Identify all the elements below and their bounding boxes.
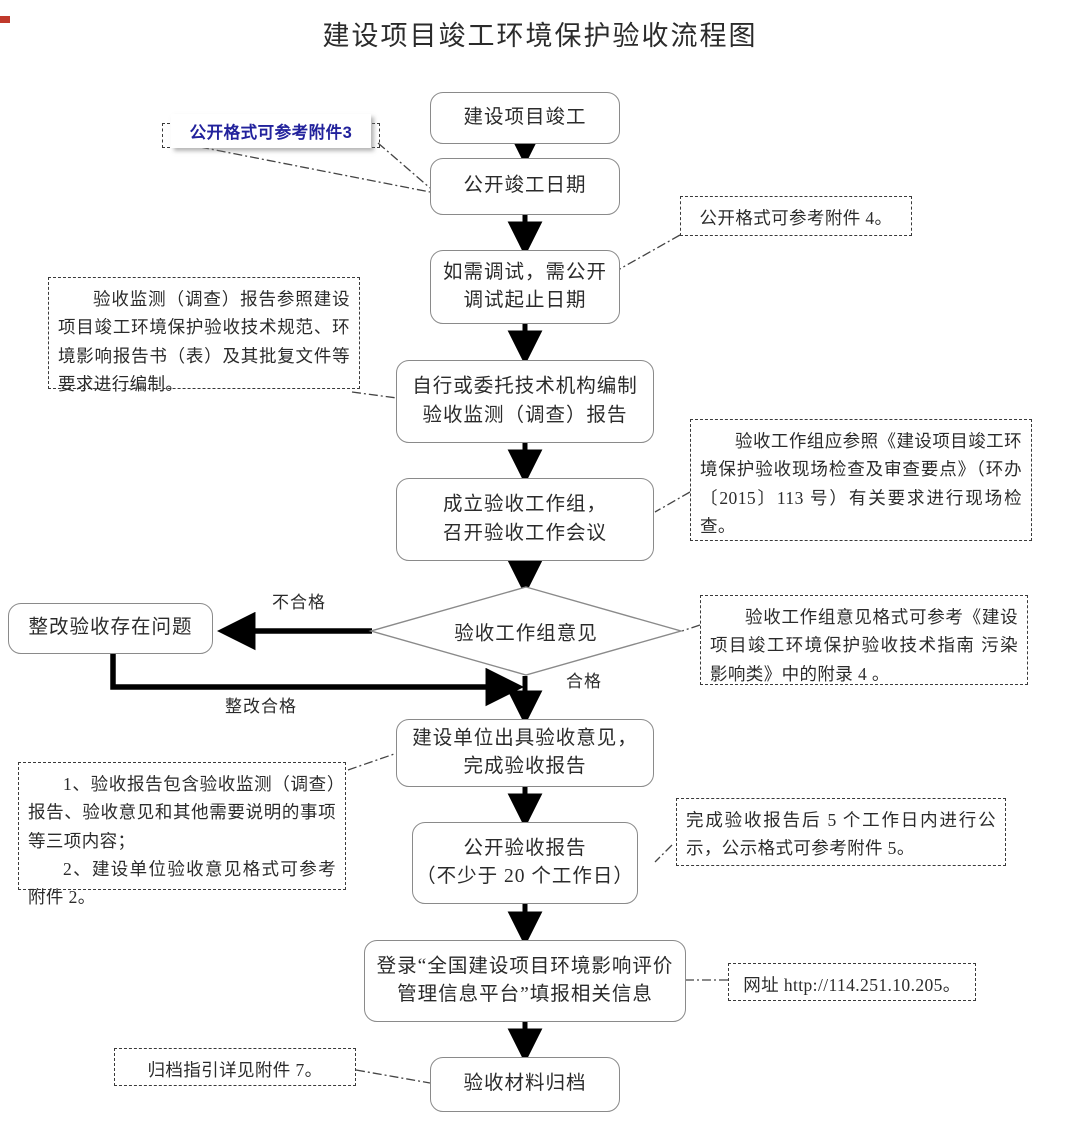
node-line: 召开验收工作会议 xyxy=(442,522,607,544)
flow-node-publish-commissioning-dates[interactable]: 如需调试，需公开 调试起止日期 xyxy=(430,250,620,324)
node-line: 成立验收工作组， xyxy=(442,494,607,516)
note-text: 网址 http://114.251.10.205。 xyxy=(743,975,961,995)
note-text: 1、验收报告包含验收监测（调查）报告、验收意见和其他需要说明的事项等三项内容； xyxy=(28,774,336,851)
node-line: 如需调试，需公开 xyxy=(442,261,607,283)
flow-node-rectify-issues[interactable]: 整改验收存在问题 xyxy=(8,603,213,654)
flow-node-publish-completion-date[interactable]: 公开竣工日期 xyxy=(430,158,620,215)
flow-node-prepare-monitoring-report[interactable]: 自行或委托技术机构编制 验收监测（调查）报告 xyxy=(396,360,654,443)
node-line: 登录“全国建设项目环境影响评价 xyxy=(376,955,674,977)
node-line: 调试起止日期 xyxy=(463,290,587,311)
flow-node-establish-workgroup[interactable]: 成立验收工作组， 召开验收工作会议 xyxy=(396,478,654,561)
flow-node-workgroup-decision[interactable]: 验收工作组意见 xyxy=(368,586,684,676)
note-text: 验收工作组意见格式可参考《建设项目竣工环境保护验收技术指南 污染影响类》中的附录… xyxy=(710,607,1018,684)
node-line: 验收材料归档 xyxy=(463,1073,587,1095)
edge-label-rework-ok: 整改合格 xyxy=(225,697,297,716)
node-line: 公开竣工日期 xyxy=(463,175,587,197)
note-acceptance-report-content: 1、验收报告包含验收监测（调查）报告、验收意见和其他需要说明的事项等三项内容； … xyxy=(18,762,346,907)
note-text: 验收工作组应参照《建设项目竣工环境保护验收现场检查及审查要点》（环办〔2015〕… xyxy=(700,431,1022,537)
note-archive-guide: 归档指引详见附件 7。 xyxy=(114,1048,356,1086)
node-line: 验收监测（调查）报告 xyxy=(422,404,628,426)
note-publish-format-attachment4: 公开格式可参考附件 4。 xyxy=(680,196,912,236)
note-workgroup-opinion-format: 验收工作组意见格式可参考《建设项目竣工环境保护验收技术指南 污染影响类》中的附录… xyxy=(700,595,1028,685)
note-workgroup-site-check: 验收工作组应参照《建设项目竣工环境保护验收现场检查及审查要点》（环办〔2015〕… xyxy=(690,419,1032,541)
note-text: 验收监测（调查）报告参照建设项目竣工环境保护验收技术规范、环境影响报告书（表）及… xyxy=(58,289,350,395)
note-text: 2、建设单位验收意见格式可参考附件 2。 xyxy=(28,859,336,908)
corner-mark xyxy=(0,16,10,23)
flow-node-issue-acceptance-opinion[interactable]: 建设单位出具验收意见， 完成验收报告 xyxy=(396,719,654,787)
flow-node-project-completion[interactable]: 建设项目竣工 xyxy=(430,92,620,144)
edge-label-fail: 不合格 xyxy=(272,593,326,612)
node-line: 公开验收报告 xyxy=(463,837,587,859)
flow-node-report-on-platform[interactable]: 登录“全国建设项目环境影响评价 管理信息平台”填报相关信息 xyxy=(364,940,686,1022)
note-text: 归档指引详见附件 7。 xyxy=(147,1060,323,1080)
node-line: 完成验收报告 xyxy=(463,756,587,777)
node-line: 管理信息平台”填报相关信息 xyxy=(397,984,653,1005)
note-text: 完成验收报告后 5 个工作日内进行公示，公示格式可参考附件 5。 xyxy=(686,810,996,859)
note-publicity-timeline: 完成验收报告后 5 个工作日内进行公示，公示格式可参考附件 5。 xyxy=(676,798,1006,866)
note-text: 公开格式可参考附件 4。 xyxy=(699,208,893,228)
note-monitoring-report-spec: 验收监测（调查）报告参照建设项目竣工环境保护验收技术规范、环境影响报告书（表）及… xyxy=(48,277,360,394)
page-title: 建设项目竣工环境保护验收流程图 xyxy=(322,21,758,51)
node-line: 整改验收存在问题 xyxy=(28,617,193,639)
note-blue-text: 公开格式可参考附件3 xyxy=(171,114,371,148)
node-line: （不少于 20 个工作日） xyxy=(416,866,634,887)
flow-node-publish-acceptance-report[interactable]: 公开验收报告 （不少于 20 个工作日） xyxy=(412,822,638,904)
node-line: 建设单位出具验收意见， xyxy=(412,727,638,749)
flow-node-archive-materials[interactable]: 验收材料归档 xyxy=(430,1057,620,1112)
edge-label-pass: 合格 xyxy=(566,672,602,691)
note-publish-format-attachment3: 公开格式可参考附件3 xyxy=(162,114,380,148)
node-line: 自行或委托技术机构编制 xyxy=(412,376,638,398)
note-platform-website: 网址 http://114.251.10.205。 xyxy=(728,963,976,1001)
node-line: 建设项目竣工 xyxy=(463,106,587,128)
